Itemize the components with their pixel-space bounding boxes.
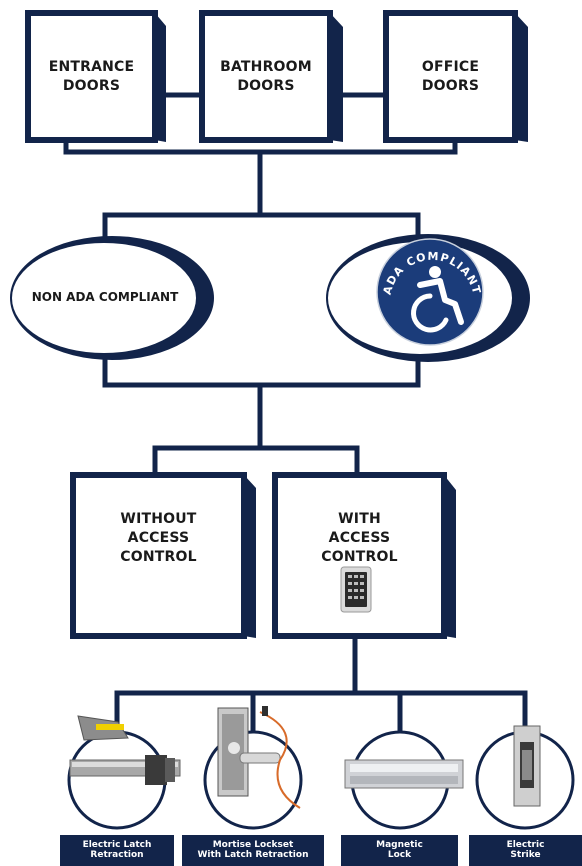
- caption-bar-mortise: [182, 835, 324, 866]
- mortise-lockset-icon: [217, 706, 301, 809]
- connectors: [63, 92, 528, 733]
- caption-line1: Electric: [506, 840, 545, 850]
- non-ada-oval: [10, 236, 214, 360]
- caption-bar-electric-strike: [469, 835, 582, 866]
- caption-line2: Strike: [510, 850, 541, 860]
- caption-line1: Magnetic: [376, 840, 423, 850]
- door-label-entrance: ENTRANCE DOORS: [28, 58, 155, 96]
- access-label-with: WITH ACCESS CONTROL: [275, 510, 444, 567]
- door-label-line2: DOORS: [421, 78, 480, 94]
- electric-strike-icon: [513, 725, 541, 807]
- wheelchair-accessibility-icon: [376, 238, 484, 346]
- door-box-bathroom: [199, 10, 343, 143]
- door-label-line2: DOORS: [62, 78, 121, 94]
- door-label-bathroom: BATHROOM DOORS: [202, 58, 330, 96]
- caption-electric-latch: Electric Latch Retraction: [60, 840, 174, 860]
- caption-line1: Electric Latch: [82, 840, 152, 850]
- caption-electric-strike: Electric Strike: [469, 840, 582, 860]
- door-label-office: OFFICE DOORS: [386, 58, 515, 96]
- door-label-line2: DOORS: [237, 78, 295, 94]
- access-box-without: [70, 472, 256, 639]
- access-label-line3: CONTROL: [321, 549, 398, 565]
- access-label-line1: WITHOUT: [120, 511, 197, 527]
- door-box-entrance: [25, 10, 166, 143]
- caption-line2: Retraction: [90, 850, 144, 860]
- caption-line1: Mortise Lockset: [212, 840, 294, 850]
- caption-bar-magnetic: [341, 835, 458, 866]
- door-label-line1: BATHROOM: [220, 59, 312, 75]
- access-label-without: WITHOUT ACCESS CONTROL: [73, 510, 244, 567]
- caption-magnetic: Magnetic Lock: [341, 840, 458, 860]
- caption-line2: With Latch Retraction: [197, 850, 309, 860]
- door-box-office: [383, 10, 528, 143]
- caption-bar-electric-latch: [60, 835, 174, 866]
- access-label-line2: ACCESS: [127, 530, 190, 546]
- magnetic-lock-icon: [344, 759, 464, 789]
- electric-latch-retraction-icon: [69, 715, 181, 785]
- non-ada-label: NON ADA COMPLIANT: [31, 290, 179, 304]
- access-label-line3: CONTROL: [120, 549, 197, 565]
- caption-line2: Lock: [387, 850, 412, 860]
- door-label-line1: OFFICE: [421, 59, 480, 75]
- caption-mortise: Mortise Lockset With Latch Retraction: [182, 840, 324, 860]
- keypad-icon: [340, 566, 372, 613]
- access-label-line2: ACCESS: [328, 530, 391, 546]
- access-label-line1: WITH: [338, 511, 381, 527]
- door-label-line1: ENTRANCE: [48, 59, 135, 75]
